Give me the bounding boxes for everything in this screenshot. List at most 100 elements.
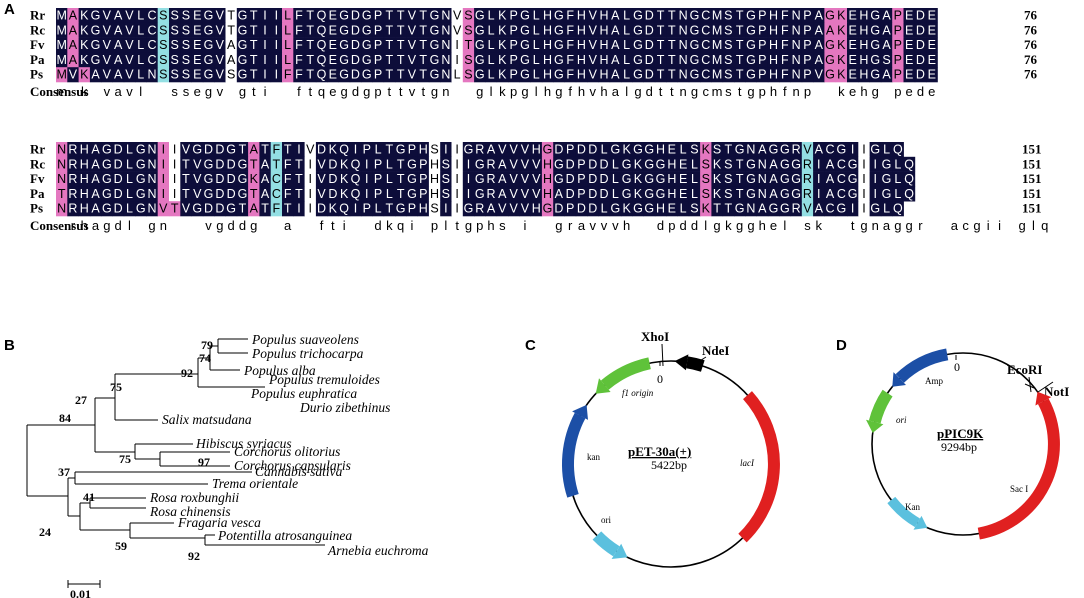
residue-cell bbox=[112, 201, 125, 217]
residue-cell bbox=[349, 67, 362, 83]
residue-letter: G bbox=[430, 38, 440, 52]
consensus-letter: h bbox=[81, 218, 88, 233]
residue-cell bbox=[564, 37, 577, 53]
residue-letter: Q bbox=[904, 157, 914, 171]
residue-cell bbox=[146, 201, 159, 217]
residue-letter: N bbox=[148, 202, 157, 216]
consensus-letter: g bbox=[860, 218, 867, 233]
residue-cell bbox=[779, 142, 791, 158]
residue-letter: S bbox=[690, 202, 698, 216]
residue-cell bbox=[440, 22, 452, 38]
consensus-letter: f bbox=[783, 84, 787, 99]
residue-cell bbox=[587, 171, 599, 187]
residue-letter: G bbox=[475, 53, 485, 67]
residue-letter: L bbox=[488, 53, 495, 67]
residue-cell bbox=[847, 8, 859, 24]
residue-letter: T bbox=[397, 38, 405, 52]
consensus-letter: g bbox=[973, 218, 980, 233]
residue-cell bbox=[146, 67, 159, 83]
residue-cell bbox=[89, 156, 102, 172]
consensus-letter: g bbox=[906, 218, 913, 233]
residue-cell bbox=[135, 156, 147, 172]
residue-letter: I bbox=[365, 172, 368, 186]
residue-cell bbox=[880, 67, 893, 83]
residue-letter: A bbox=[69, 53, 78, 67]
residue-cell bbox=[338, 171, 351, 187]
residue-letter: I bbox=[354, 143, 357, 157]
residue-cell bbox=[135, 67, 147, 83]
residue-letter: L bbox=[533, 38, 540, 52]
consensus-letter: g bbox=[521, 84, 528, 99]
residue-letter: N bbox=[679, 68, 688, 82]
residue-letter: G bbox=[622, 172, 632, 186]
residue-letter: G bbox=[746, 38, 756, 52]
residue-cell bbox=[349, 171, 362, 187]
residue-letter: L bbox=[691, 172, 698, 186]
residue-letter: V bbox=[103, 68, 112, 82]
residue-cell bbox=[406, 201, 418, 217]
residue-cell bbox=[654, 52, 667, 68]
residue-cell bbox=[779, 156, 791, 172]
residue-letter: E bbox=[905, 68, 913, 82]
residue-cell bbox=[146, 186, 159, 202]
residue-letter: A bbox=[611, 53, 620, 67]
residue-cell bbox=[361, 201, 373, 217]
residue-letter: G bbox=[746, 23, 756, 37]
residue-cell bbox=[440, 186, 452, 202]
sequence-end-position: 151 bbox=[1022, 142, 1042, 157]
residue-letter: P bbox=[894, 38, 902, 52]
residue-cell bbox=[903, 186, 916, 202]
residue-letter: D bbox=[351, 53, 360, 67]
residue-letter: G bbox=[870, 9, 880, 23]
residue-letter: E bbox=[193, 53, 201, 67]
residue-cell bbox=[869, 142, 882, 158]
residue-cell bbox=[541, 142, 554, 158]
tree-bootstraps: 79 74 92 75 27 84 75 97 37 41 24 59 92 bbox=[39, 338, 213, 563]
residue-cell bbox=[214, 37, 226, 53]
residue-cell bbox=[112, 171, 125, 187]
residue-letter: V bbox=[521, 157, 530, 171]
residue-cell bbox=[327, 22, 339, 38]
residue-letter: E bbox=[905, 38, 913, 52]
residue-cell bbox=[315, 186, 328, 202]
residue-cell bbox=[236, 171, 249, 187]
residue-letter: D bbox=[114, 187, 123, 201]
residue-letter: K bbox=[498, 68, 507, 82]
residue-cell bbox=[813, 171, 825, 187]
residue-cell bbox=[824, 67, 837, 83]
residue-cell bbox=[78, 186, 91, 202]
residue-letter: G bbox=[690, 9, 700, 23]
residue-letter: E bbox=[928, 38, 936, 52]
residue-cell bbox=[688, 22, 701, 38]
residue-cell bbox=[892, 156, 904, 172]
residue-letter: A bbox=[91, 202, 100, 216]
residue-letter: G bbox=[690, 38, 700, 52]
consensus-letter: a bbox=[951, 218, 959, 233]
residue-letter: C bbox=[701, 53, 710, 67]
residue-cell bbox=[214, 186, 226, 202]
residue-cell bbox=[282, 186, 294, 202]
residue-cell bbox=[598, 156, 611, 172]
ndei-site-label: NdeI bbox=[702, 343, 729, 358]
residue-letter: D bbox=[645, 68, 654, 82]
residue-letter: G bbox=[430, 9, 440, 23]
residue-cell bbox=[609, 156, 622, 172]
residue-cell bbox=[485, 52, 498, 68]
residue-cell bbox=[191, 52, 204, 68]
residue-cell bbox=[745, 142, 757, 158]
residue-letter: G bbox=[633, 9, 643, 23]
residue-cell bbox=[575, 8, 588, 24]
residue-cell bbox=[508, 67, 520, 83]
residue-cell bbox=[609, 201, 622, 217]
residue-cell bbox=[767, 186, 780, 202]
residue-letter: G bbox=[136, 157, 146, 171]
residue-cell bbox=[745, 186, 757, 202]
consensus-letter: v bbox=[126, 84, 133, 99]
residue-letter: G bbox=[882, 187, 892, 201]
consensus-letter: g bbox=[872, 84, 879, 99]
residue-cell bbox=[756, 171, 769, 187]
residue-letter: V bbox=[498, 202, 507, 216]
residue-letter: T bbox=[295, 172, 303, 186]
residue-letter: D bbox=[215, 157, 224, 171]
residue-cell bbox=[101, 52, 113, 68]
